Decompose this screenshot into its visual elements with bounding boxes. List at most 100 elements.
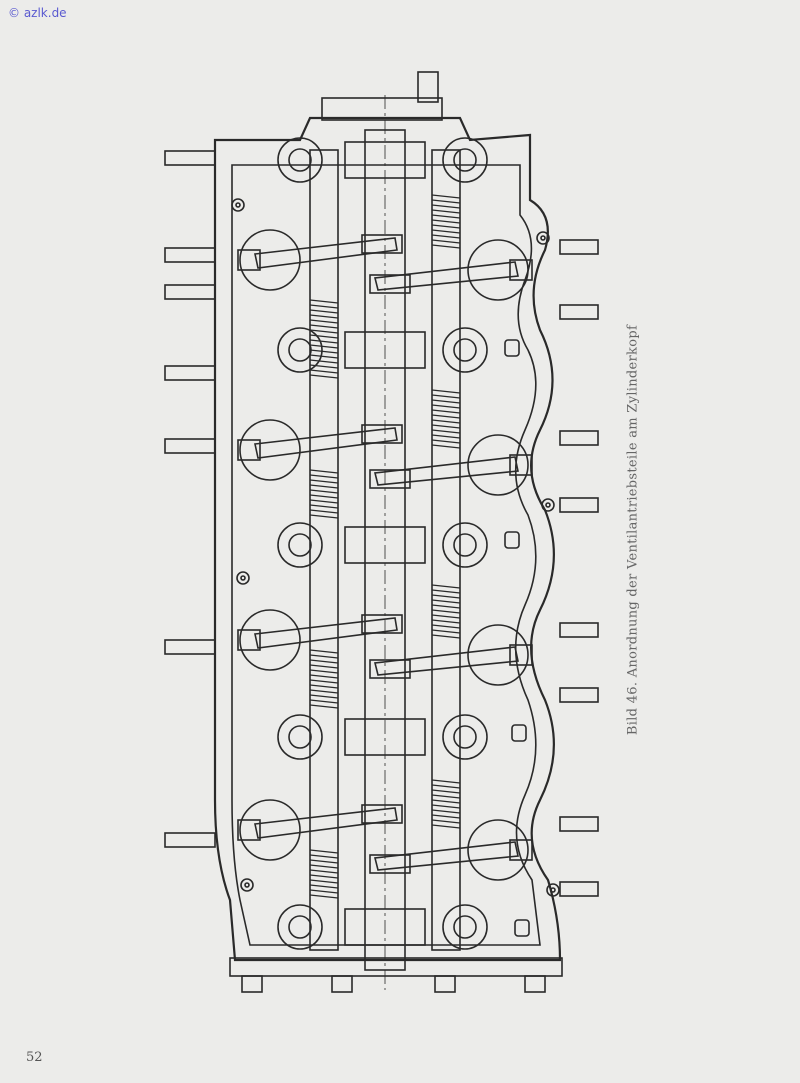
left-spring	[309, 349, 339, 354]
stud	[164, 150, 216, 166]
bearing-bore	[288, 148, 312, 172]
bearing-bore	[453, 915, 477, 939]
dowel	[546, 883, 560, 897]
right-spring	[431, 404, 461, 409]
bearing-bore	[288, 338, 312, 362]
rocker-arm	[374, 646, 519, 676]
dowel	[541, 498, 555, 512]
left-spring	[309, 679, 339, 684]
rocker-pad	[369, 274, 411, 294]
left-spring	[309, 669, 339, 674]
left-spring	[309, 369, 339, 374]
left-spring	[309, 514, 339, 519]
dowel-center	[545, 502, 551, 508]
rocker-pad	[361, 234, 403, 254]
adjusting-nut	[509, 644, 533, 666]
left-spring	[309, 499, 339, 504]
bearing-circle	[277, 714, 323, 760]
left-spring	[309, 329, 339, 334]
adjusting-nut	[237, 819, 261, 841]
right-spring	[431, 824, 461, 829]
watermark: © azlk.de	[8, 6, 67, 20]
right-spring	[431, 804, 461, 809]
right-spring	[431, 394, 461, 399]
bottom-bolt	[331, 975, 353, 993]
top-cover	[321, 97, 443, 121]
rocker-arm	[254, 807, 398, 839]
stud	[559, 687, 599, 703]
valve-cap	[467, 624, 529, 686]
right-spring	[431, 224, 461, 229]
stud	[164, 832, 216, 848]
bearing-cap	[344, 718, 426, 756]
valve-cap	[239, 419, 301, 481]
right-spring	[431, 194, 461, 199]
right-spring	[431, 584, 461, 589]
right-spring	[431, 419, 461, 424]
oil-hole	[504, 339, 520, 357]
left-spring	[309, 894, 339, 899]
adjusting-nut	[509, 839, 533, 861]
left-spring	[309, 509, 339, 514]
right-spring	[431, 779, 461, 784]
valve-cap	[467, 819, 529, 881]
right-spring	[431, 794, 461, 799]
bearing-cap	[344, 526, 426, 564]
bearing-bore	[288, 533, 312, 557]
left-spring	[309, 304, 339, 309]
bearing-circle	[277, 522, 323, 568]
bearing-bore	[453, 533, 477, 557]
dowel-center	[540, 235, 546, 241]
right-spring	[431, 234, 461, 239]
valve-cap	[239, 609, 301, 671]
right-spring	[431, 629, 461, 634]
right-spring	[431, 434, 461, 439]
rocker-arm	[254, 617, 398, 649]
bearing-bore	[453, 148, 477, 172]
bearing-bore	[453, 338, 477, 362]
bearing-circle	[442, 327, 488, 373]
left-spring	[309, 649, 339, 654]
left-spring	[309, 319, 339, 324]
left-spring	[309, 374, 339, 379]
right-spring	[431, 199, 461, 204]
right-spring	[431, 624, 461, 629]
left-spring	[309, 684, 339, 689]
dowel	[536, 231, 550, 245]
stud	[559, 881, 599, 897]
dowel-center	[244, 882, 250, 888]
bearing-circle	[277, 137, 323, 183]
page-number: 52	[26, 1050, 43, 1065]
valve-cap	[467, 239, 529, 301]
oil-hole	[504, 531, 520, 549]
left-spring	[309, 689, 339, 694]
left-spring	[309, 324, 339, 329]
stud	[164, 247, 216, 263]
stud	[164, 284, 216, 300]
right-spring	[431, 229, 461, 234]
right-spring	[431, 619, 461, 624]
rocker-pad	[361, 614, 403, 634]
adjusting-nut	[509, 259, 533, 281]
right-spring	[431, 214, 461, 219]
stud	[559, 430, 599, 446]
left-spring	[309, 314, 339, 319]
rocker-arm	[374, 261, 519, 291]
stud	[559, 304, 599, 320]
stud	[559, 816, 599, 832]
stud	[559, 622, 599, 638]
head-inner-outline	[231, 164, 541, 946]
right-spring	[431, 244, 461, 249]
right-spring	[431, 784, 461, 789]
bottom-bolt	[241, 975, 263, 993]
bearing-circle	[442, 714, 488, 760]
right-spring	[431, 589, 461, 594]
left-spring	[309, 854, 339, 859]
dowel-center	[240, 575, 246, 581]
right-spring	[431, 789, 461, 794]
dowel	[231, 198, 245, 212]
right-spring	[431, 239, 461, 244]
left-spring	[309, 874, 339, 879]
left-spring	[309, 484, 339, 489]
right-spring	[431, 799, 461, 804]
